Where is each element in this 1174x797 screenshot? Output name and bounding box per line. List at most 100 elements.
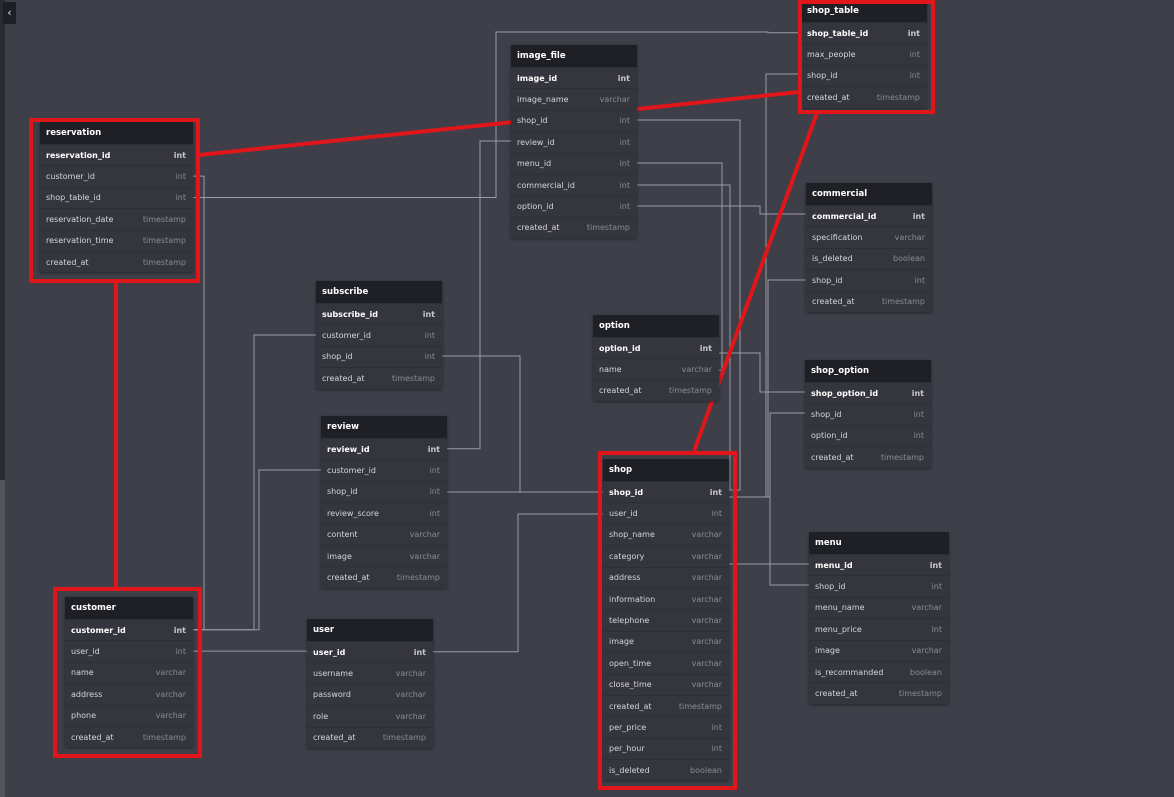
table-header[interactable]: review — [321, 416, 447, 438]
table-header[interactable]: shop — [603, 459, 729, 481]
collapse-panel-button[interactable]: ‹ — [3, 2, 16, 24]
table-header[interactable]: menu — [809, 532, 949, 554]
table-header[interactable]: reservation — [40, 122, 193, 144]
table-header[interactable]: subscribe — [316, 281, 442, 303]
left-panel-scrollbar[interactable] — [0, 480, 5, 797]
table-header[interactable]: shop_option — [805, 360, 931, 382]
table-header[interactable]: user — [307, 619, 433, 641]
table-header[interactable]: commercial — [806, 183, 932, 205]
table-header[interactable]: option — [593, 315, 719, 337]
table-header[interactable]: customer — [65, 597, 193, 619]
table-header[interactable]: image_file — [511, 45, 637, 67]
table-header[interactable]: shop_table — [801, 0, 927, 22]
column-type: int — [173, 150, 186, 160]
